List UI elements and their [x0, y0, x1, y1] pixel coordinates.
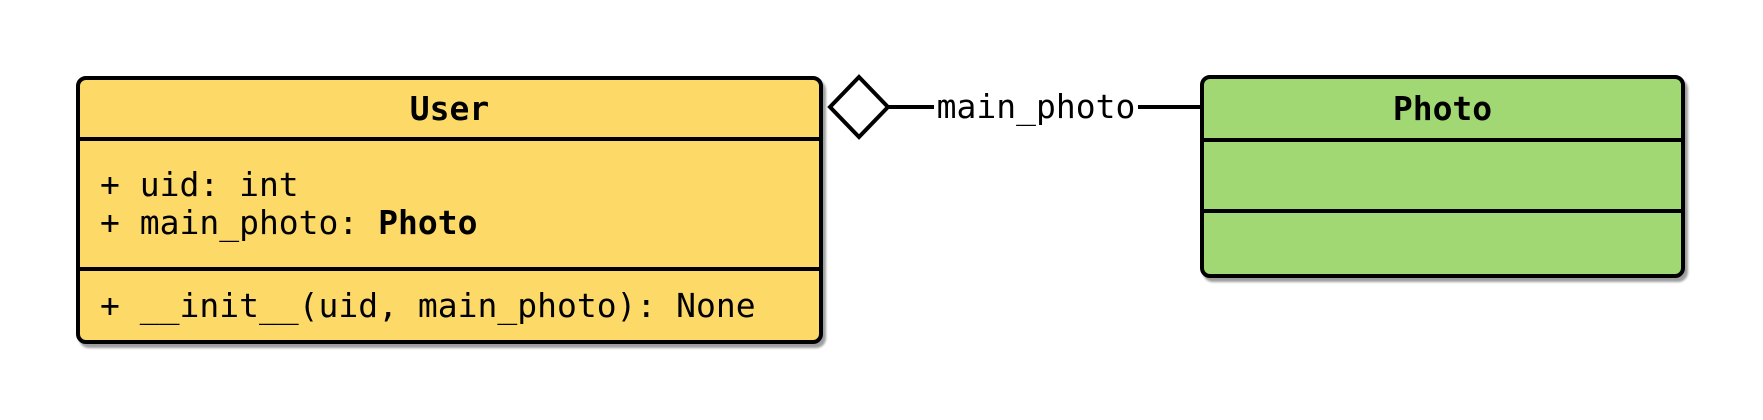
attribute-main-photo: + main_photo: Photo: [100, 204, 819, 242]
attribute-main-photo-name: + main_photo:: [100, 203, 379, 242]
class-box-user: User + uid: int + main_photo: Photo + __…: [76, 76, 823, 344]
method-init: + __init__(uid, main_photo): None: [100, 286, 756, 325]
class-methods-photo: [1204, 213, 1681, 274]
attribute-main-photo-type: Photo: [378, 203, 478, 242]
class-title-user: User: [80, 80, 819, 141]
class-box-photo: Photo: [1200, 75, 1685, 278]
class-title-photo: Photo: [1204, 79, 1681, 142]
class-methods-user: + __init__(uid, main_photo): None: [80, 271, 819, 340]
relationship-label: main_photo: [936, 87, 1136, 126]
aggregation-diamond-icon: [827, 74, 891, 140]
class-attributes-user: + uid: int + main_photo: Photo: [80, 141, 819, 271]
attribute-uid: + uid: int: [100, 165, 299, 204]
class-attributes-photo: [1204, 142, 1681, 213]
